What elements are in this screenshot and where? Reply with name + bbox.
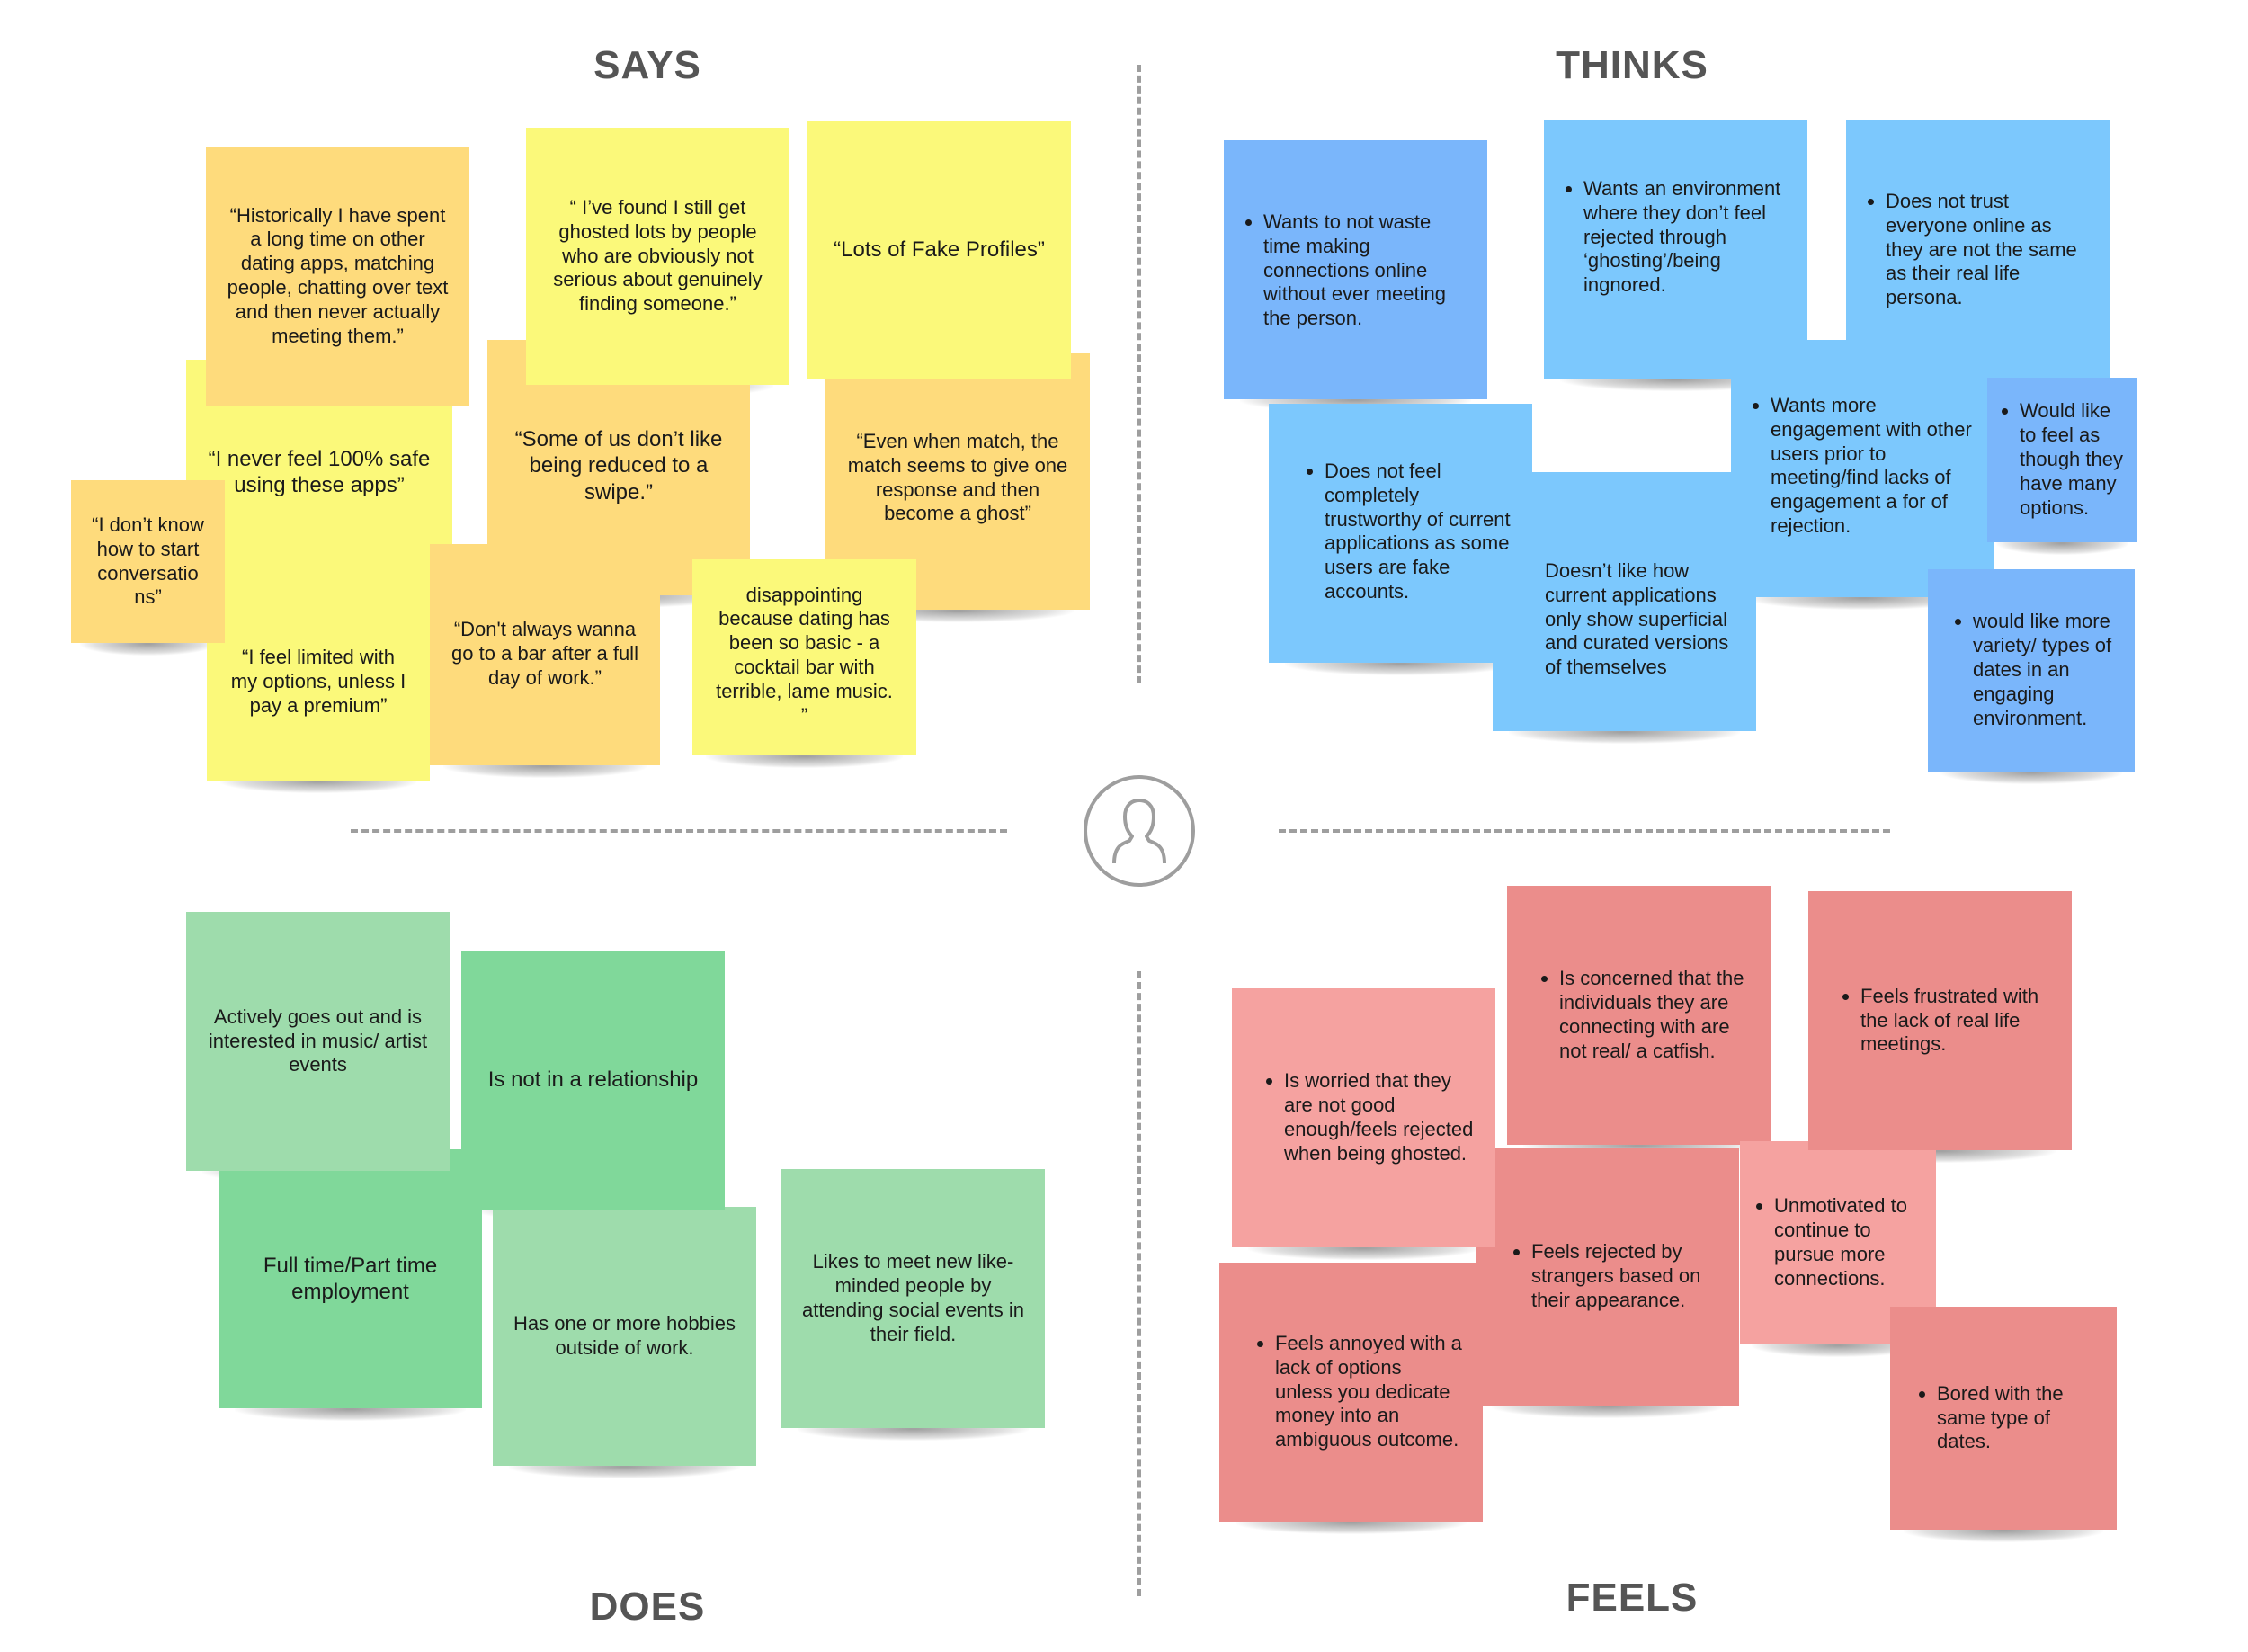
feels-note-text: Is concerned that the individuals they a… [1559, 967, 1751, 1063]
says-note: “Historically I have spent a long time o… [206, 147, 469, 418]
thinks-note-text: Does not feel completely trustworthy of … [1325, 460, 1512, 604]
feels-note-text: Unmotivated to continue to pursue more c… [1774, 1194, 1916, 1290]
says-note: disappointing because dating has been so… [692, 559, 916, 768]
thinks-title: THINKS [1556, 43, 1708, 87]
thinks-note: Wants more engagement with other users p… [1731, 340, 1994, 610]
feels-note-text: Feels rejected by strangers based on the… [1531, 1240, 1719, 1312]
feels-note: Feels frustrated with the lack of real l… [1808, 891, 2072, 1163]
thinks-note: Wants to not waste time making connectio… [1224, 140, 1487, 412]
does-title: DOES [589, 1585, 706, 1629]
divider-horizontal-right [1279, 829, 1890, 833]
does-note: Actively goes out and is interested in m… [186, 912, 450, 1183]
does-note: Full time/Part time employment [219, 1149, 482, 1421]
thinks-note: Does not trust everyone online as they a… [1846, 120, 2110, 391]
feels-title: FEELS [1566, 1576, 1699, 1620]
thinks-note-text: would like more variety/ types of dates … [1973, 610, 2115, 730]
thinks-note: would like more variety/ types of dates … [1928, 569, 2135, 784]
thinks-note-text: Does not trust everyone online as they a… [1886, 190, 2090, 310]
feels-note: Is concerned that the individuals they a… [1507, 886, 1771, 1157]
feels-note-text: Feels frustrated with the lack of real l… [1860, 985, 2052, 1057]
feels-note-text: Bored with the same type of dates. [1937, 1382, 2097, 1454]
thinks-note-text: Would like to feel as though they have m… [2020, 399, 2128, 520]
feels-note: Is worried that they are not good enough… [1232, 988, 1495, 1260]
user-silhouette-icon [1084, 775, 1195, 887]
says-note: “ I’ve found I still get ghosted lots by… [526, 128, 789, 397]
says-title: SAYS [593, 43, 701, 87]
does-note: Has one or more hobbies outside of work. [493, 1207, 756, 1478]
divider-horizontal-left [351, 829, 1007, 833]
feels-note: Bored with the same type of dates. [1890, 1307, 2117, 1542]
feels-note: Feels annoyed with a lack of options unl… [1219, 1263, 1483, 1534]
says-note: “I feel limited with my options, unless … [207, 576, 430, 793]
feels-note-text: Is worried that they are not good enough… [1284, 1069, 1476, 1165]
says-note: “Lots of Fake Profiles” [807, 121, 1071, 391]
does-note: Likes to meet new like-minded people by … [781, 1169, 1045, 1441]
divider-vertical-top [1137, 65, 1141, 683]
thinks-note-text: Wants to not waste time making connectio… [1263, 210, 1467, 331]
divider-vertical-bottom [1137, 971, 1141, 1596]
says-note: “I don’t know how to start conversatio n… [71, 480, 225, 656]
thinks-note-text: Wants an environment where they don’t fe… [1583, 177, 1788, 298]
thinks-note-text: Wants more engagement with other users p… [1771, 394, 1975, 539]
thinks-note: Wants an environment where they don’t fe… [1544, 120, 1807, 391]
thinks-note: Doesn’t like how current applications on… [1493, 472, 1756, 744]
does-note: Is not in a relationship [461, 951, 725, 1222]
thinks-note: Would like to feel as though they have m… [1987, 378, 2137, 555]
feels-note: Feels rejected by strangers based on the… [1476, 1148, 1739, 1418]
feels-note-text: Feels annoyed with a lack of options unl… [1275, 1332, 1463, 1452]
thinks-note-text: Doesn’t like how current applications on… [1545, 558, 1729, 679]
thinks-note: Does not feel completely trustworthy of … [1269, 404, 1532, 675]
